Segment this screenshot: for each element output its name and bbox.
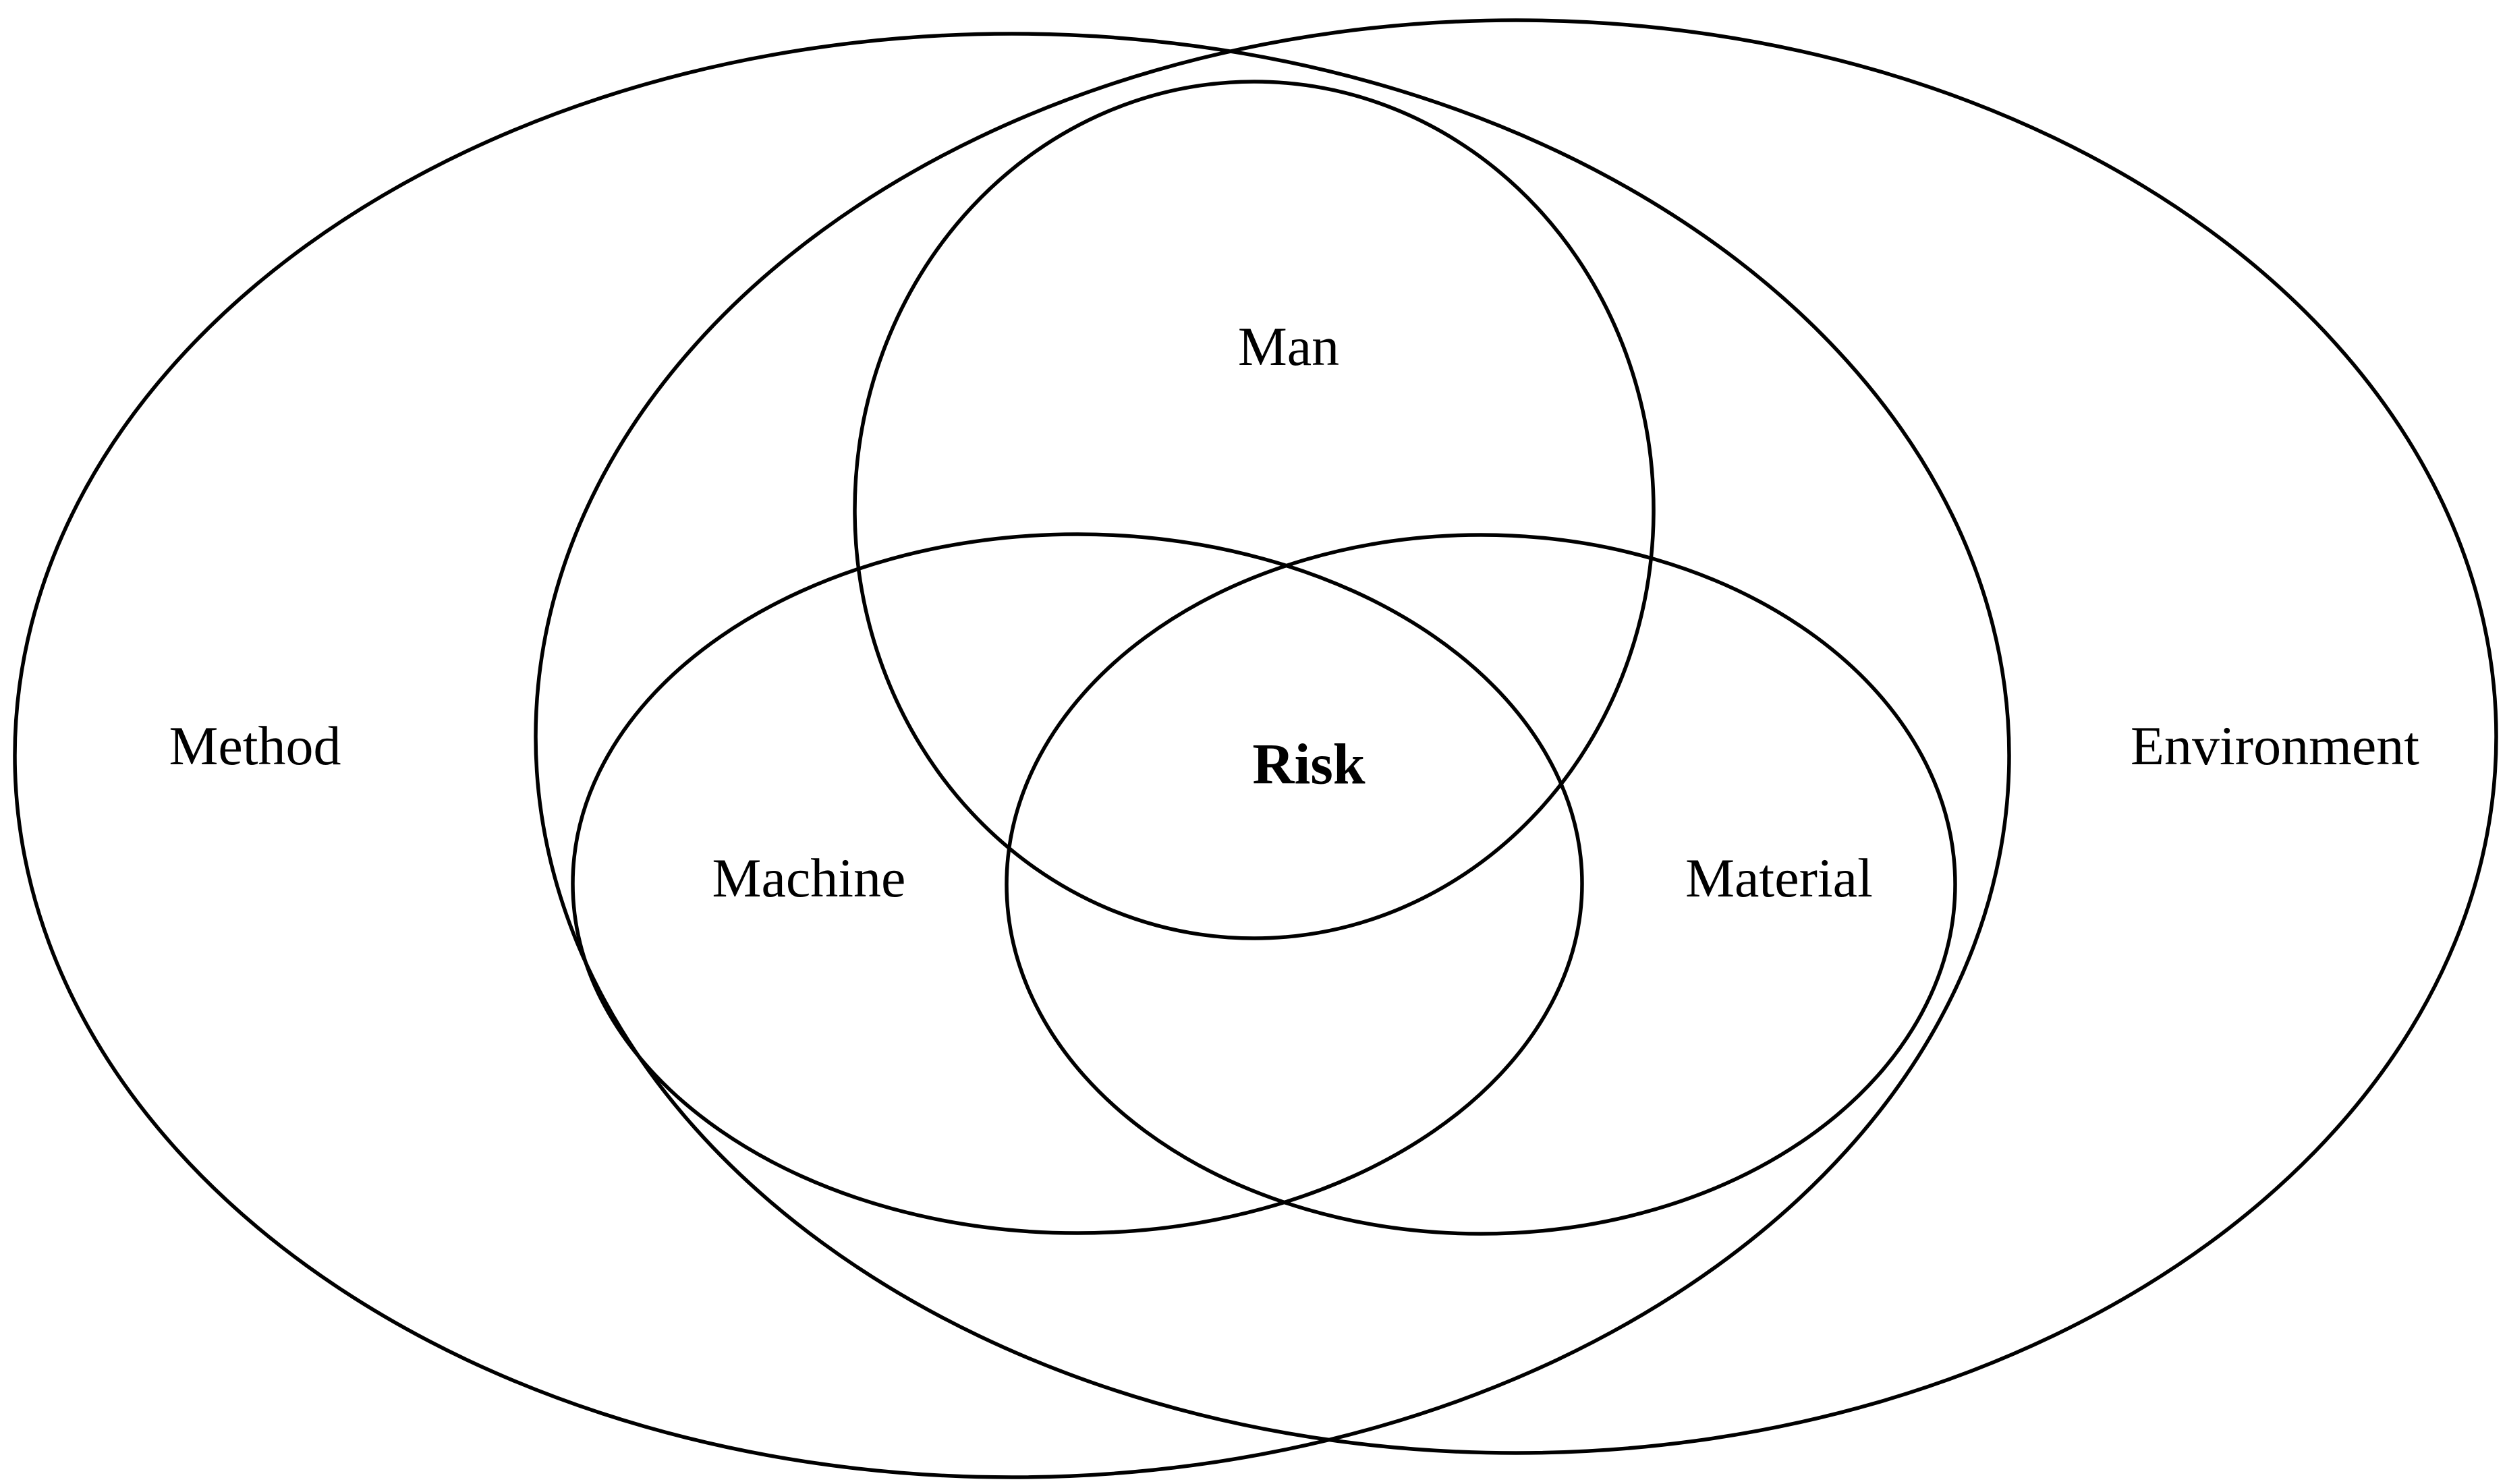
environment-ellipse [534, 18, 2498, 1455]
machine-label: Machine [712, 847, 906, 909]
man-label: Man [1238, 316, 1339, 377]
material-ellipse [1005, 533, 1957, 1236]
method-label: Method [169, 715, 341, 776]
material-label: Material [1685, 847, 1873, 909]
machine-ellipse [571, 532, 1584, 1235]
man-circle [853, 80, 1656, 940]
risk-label: Risk [1252, 732, 1365, 797]
environment-label: Environment [2131, 715, 2419, 776]
method-ellipse [13, 32, 2011, 1479]
